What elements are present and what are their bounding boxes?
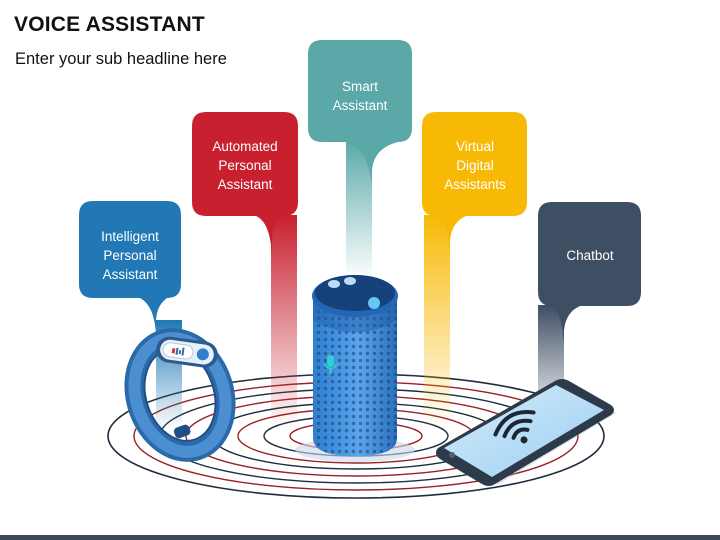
fitness-band (124, 328, 236, 462)
callout-line: Digital (456, 158, 494, 173)
wifi-icon (493, 410, 536, 444)
callout-line: Personal (103, 248, 156, 263)
callout-box (308, 40, 412, 186)
smartphone (435, 379, 616, 486)
callout-box (422, 112, 527, 255)
callout-line: Automated (212, 139, 277, 154)
callout-line: Assistant (333, 98, 388, 113)
page-subtitle: Enter your sub headline here (15, 50, 227, 68)
callout-stem (424, 215, 450, 430)
heart-rate-icon (171, 347, 185, 356)
callout-box (538, 202, 641, 345)
callout-line: Assistant (218, 177, 273, 192)
page-title: VOICE ASSISTANT (14, 13, 205, 36)
callout-line: Smart (342, 79, 378, 94)
callout-automated-personal-assistant: Automated Personal Assistant (192, 112, 298, 430)
callout-box (192, 112, 298, 255)
callout-line: Assistant (103, 267, 158, 282)
callout-intelligent-personal-assistant: Intelligent Personal Assistant (79, 201, 182, 430)
microphone-icon (323, 355, 338, 374)
callout-virtual-digital-assistants: Virtual Digital Assistants (422, 112, 527, 430)
callout-stem (271, 215, 297, 430)
smart-speaker (295, 275, 415, 462)
bottom-bar (0, 535, 720, 540)
callout-line: Chatbot (566, 248, 614, 263)
callout-box (79, 201, 181, 336)
callout-smart-assistant: Smart Assistant (308, 40, 412, 280)
callout-line: Virtual (456, 139, 494, 154)
callout-line: Assistants (444, 177, 506, 192)
callout-line: Intelligent (101, 229, 159, 244)
callout-line: Personal (218, 158, 271, 173)
